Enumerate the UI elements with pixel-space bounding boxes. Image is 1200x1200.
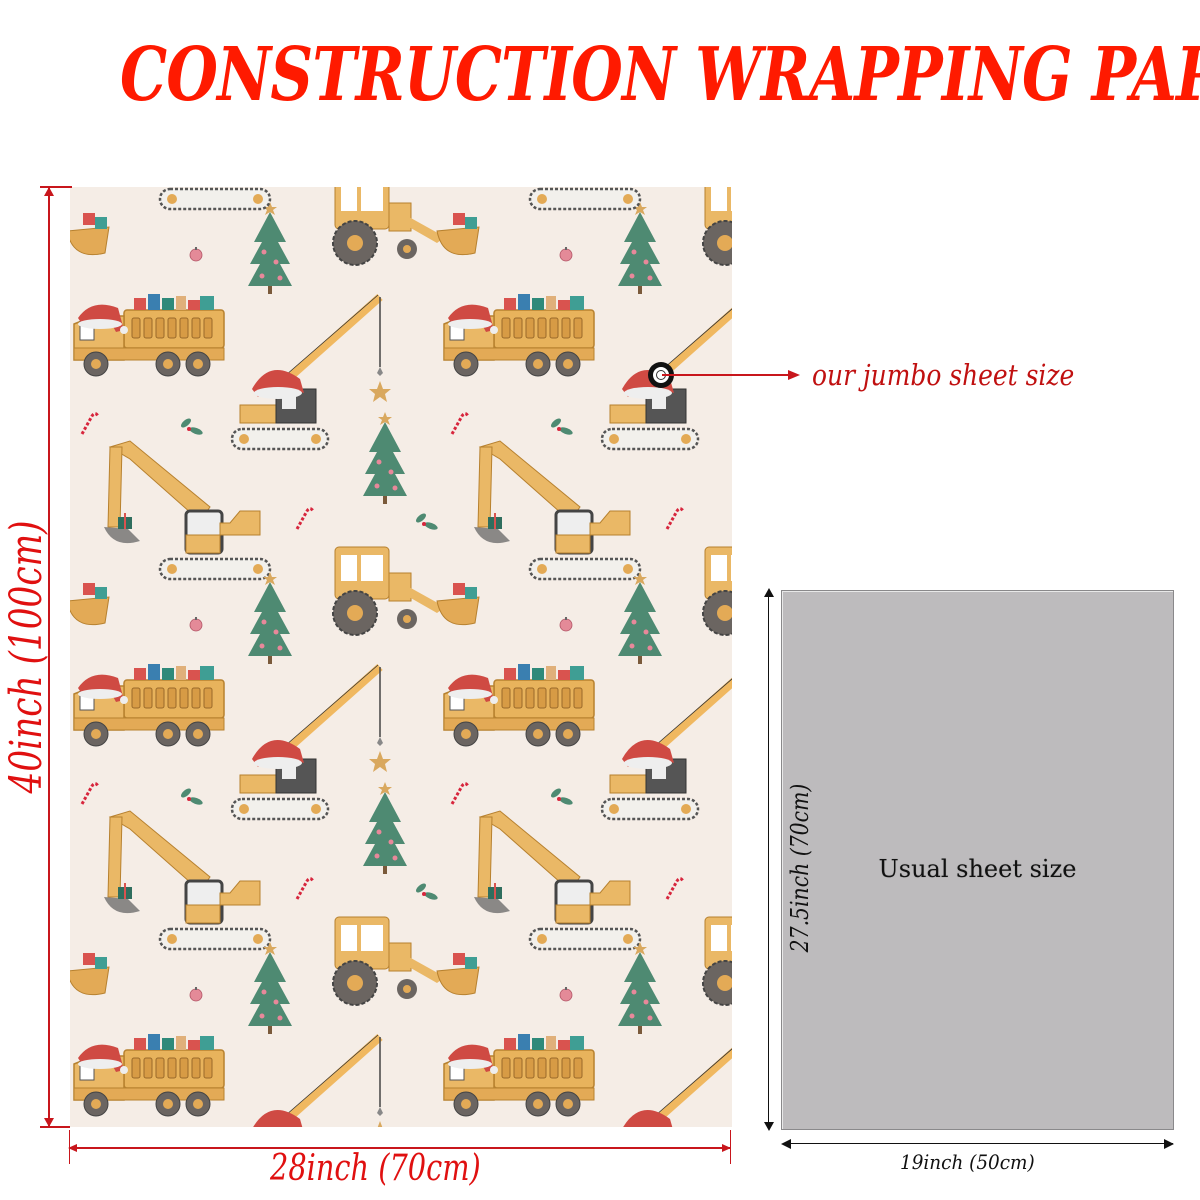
usual-sheet: [781, 590, 1174, 1130]
arrow-right-icon: [788, 370, 800, 380]
jumbo-height-label: 40inch (100cm): [1, 520, 52, 794]
height-dimension-bottom-tick: [40, 1126, 70, 1128]
arrow-up-icon: [44, 187, 54, 196]
jumbo-sheet-pattern: [70, 187, 732, 1127]
page-title: CONSTRUCTION WRAPPING PAPER: [120, 32, 1200, 118]
arrow-up-icon: [764, 588, 774, 597]
jumbo-sheet-callout: our jumbo sheet size: [812, 358, 1075, 392]
usual-width-dimension-line: [783, 1143, 1173, 1144]
usual-height-dimension-line: [768, 592, 769, 1128]
arrow-down-icon: [764, 1122, 774, 1131]
jumbo-width-label: 28inch (70cm): [270, 1148, 481, 1189]
width-dimension-line: [70, 1147, 730, 1149]
arrow-down-icon: [44, 1118, 54, 1127]
arrow-left-icon: [68, 1144, 77, 1152]
height-dimension-line: [48, 187, 50, 1127]
height-dimension-top-tick: [40, 186, 72, 188]
callout-target-icon: [648, 362, 674, 388]
arrow-left-icon: [781, 1139, 791, 1149]
usual-width-label: 19inch (50cm): [900, 1150, 1035, 1174]
usual-sheet-label: Usual sheet size: [878, 855, 1077, 883]
arrow-right-icon: [1164, 1139, 1174, 1149]
callout-line: [662, 374, 790, 376]
arrow-right-icon: [722, 1144, 731, 1152]
usual-height-label: 27.5inch (70cm): [786, 783, 814, 953]
